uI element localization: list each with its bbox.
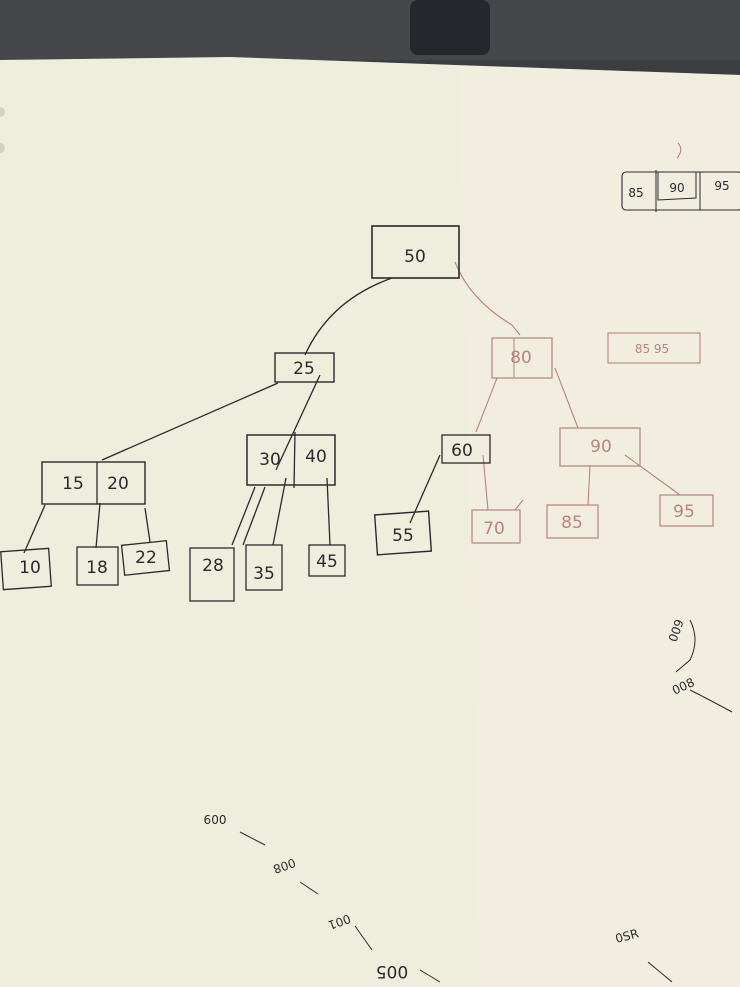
binder-hole [0,143,5,153]
leaf-95: 95 [659,494,714,527]
binder-hole [0,107,5,117]
leaf-35: 35 [245,544,283,591]
note-85-90-95: 85 90 95 [621,170,740,212]
node-80: 80 [491,337,553,379]
scribble-6: 005 [376,961,408,981]
edge-60-70b [514,499,524,511]
edge-40-45 [326,477,331,546]
leaf-45: 45 [308,544,346,577]
note-95: 95 [714,179,729,193]
desk-shade [0,0,740,60]
edge-25-15-20 [101,382,279,461]
edge-15-10 [23,504,46,554]
edge-25-30-40 [275,374,321,471]
node-40-label: 40 [305,447,327,467]
leaf-22-label: 22 [135,548,157,568]
note-85-95-label: 85 95 [635,342,669,356]
node-30-40: 30 40 [246,431,336,489]
node-30-label: 30 [259,450,281,470]
leaf-18: 18 [76,546,119,586]
node-80-label: 80 [510,348,532,368]
scribble-3: 009 [204,812,227,826]
node-90: 90 [559,427,641,467]
scribbles: 009 008 009 008 001 005 0SR [204,617,697,981]
leaf-85-label: 85 [561,513,583,533]
edge-90-85 [587,464,591,506]
edge-15-22 [144,507,151,543]
leaf-18-label: 18 [86,558,108,578]
leaf-55: 55 [373,510,433,556]
edge-60-70 [482,454,489,511]
leaf-35-label: 35 [253,564,275,584]
node-60-label: 60 [451,441,473,461]
leaf-85: 85 [546,504,599,539]
leaf-70-label: 70 [483,519,505,539]
edge-30-28b [242,486,266,546]
edge-50-25 [304,277,393,356]
note-90: 90 [669,181,684,195]
leaf-22: 22 [120,539,171,576]
note-85-95: 85 95 [607,332,701,364]
leaf-70: 70 [471,509,521,544]
scribble-lines [239,619,733,983]
leaf-10-label: 10 [19,558,41,578]
node-90-label: 90 [590,437,612,457]
red-edges [454,142,682,511]
leaf-28-label: 28 [202,556,224,576]
leaf-28: 28 [189,547,235,602]
node-15-20: 15 20 [41,461,146,505]
node-20-label: 20 [107,474,129,494]
node-60: 60 [441,434,491,464]
node-15-label: 15 [62,474,84,494]
paper-right-tone [460,66,740,987]
annotation-arrow [676,142,682,159]
leaf-45-label: 45 [316,552,338,572]
edge-80-90 [554,367,579,429]
dark-object [410,0,490,55]
edge-30-28 [231,486,256,546]
note-85: 85 [628,186,643,200]
edge-40-35 [272,477,287,546]
node-root: 50 [371,225,460,279]
node-25: 25 [274,352,335,383]
dark-edges [23,277,441,554]
edge-80-60 [475,377,498,433]
leaf-55-label: 55 [392,526,414,546]
edge-90-95 [624,454,681,496]
leaf-95-label: 95 [673,502,695,522]
leaf-10: 10 [0,547,52,591]
node-25-label: 25 [293,359,315,379]
edge-15-18 [95,502,101,549]
node-root-label: 50 [404,247,426,267]
scribble-7: 0SR [614,926,640,946]
